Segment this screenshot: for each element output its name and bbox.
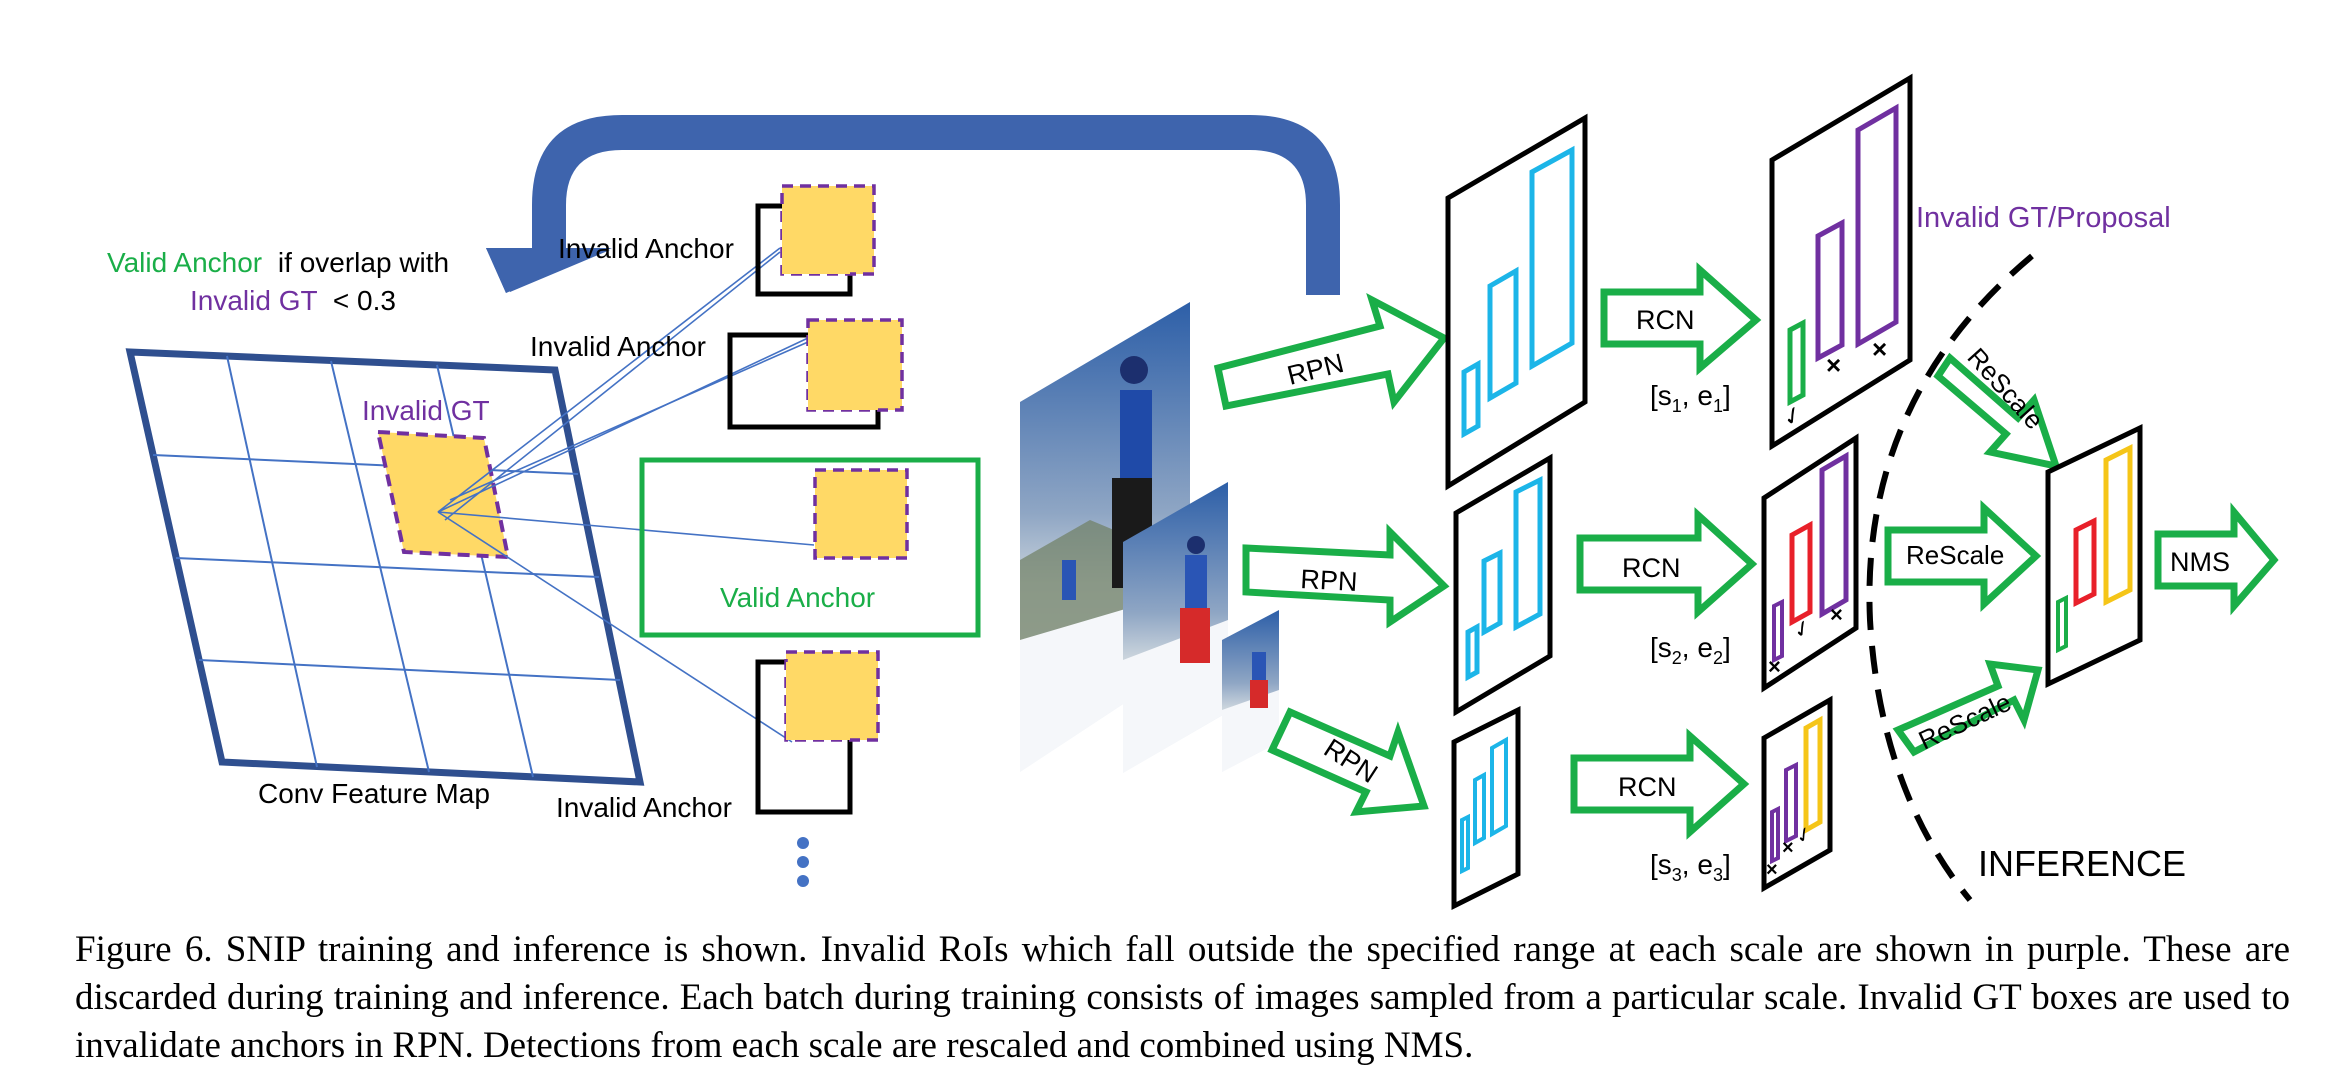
nms-arrow [2154,502,2279,616]
feedback-arrow [486,115,1340,295]
proposal-panel-2 [1453,453,1553,717]
rescale-arrow-2 [1884,500,2042,612]
rescale-arrow-3 [1892,659,2043,757]
rpn-arrow-1 [1213,292,1450,411]
detection-panel-1 [1769,73,1913,451]
proposal-panel-1 [1445,113,1588,491]
detection-panel-3 [1761,695,1833,893]
svg-text:Valid Anchor if overlap wi: Valid Anchor if overlap with [107,247,449,278]
overlap-threshold: < 0.3 [333,285,396,316]
cross-mark-2b: × [1830,602,1843,627]
valid-anchor-rule-text: if overlap with [278,247,449,278]
valid-anchor-rule-word: Valid Anchor [107,247,262,278]
invalid-anchor-label-2: Invalid Anchor [530,331,706,362]
cross-mark-3b: × [1782,837,1794,859]
nms-label: NMS [2170,547,2230,577]
rpn-label-2: RPN [1300,564,1359,597]
scale-range-2: [s2, e2] [1650,632,1731,668]
anchor-2 [727,318,904,430]
inference-label: INFERENCE [1978,843,2186,884]
detection-panel-2 [1761,433,1859,693]
conv-feature-map [125,247,815,786]
image-pyramid [1020,302,1279,773]
invalid-gt-box [375,429,511,560]
rcn-label-1: RCN [1636,305,1695,335]
inference-boundary [1866,253,2034,902]
rpn-arrow-2 [1242,523,1450,629]
snip-diagram: Valid Anchor if overlap with Invalid GT … [107,73,2279,911]
anchor-1 [755,184,876,297]
invalid-anchor-label-1: Invalid Anchor [558,233,734,264]
rcn-label-3: RCN [1618,772,1677,802]
conv-feature-map-label: Conv Feature Map [258,778,490,809]
valid-anchor [639,457,981,638]
rescale-label-2: ReScale [1906,540,2004,570]
invalid-gt-label: Invalid GT [362,395,490,426]
cross-mark-1a: × [1826,350,1841,380]
rcn-arrow-3 [1570,728,1750,840]
photo-small [1222,610,1279,772]
more-dots [797,837,809,887]
cross-mark-3a: × [1766,859,1778,881]
cross-mark-2a: × [1768,654,1781,679]
invalid-gt-proposal-label: Invalid GT/Proposal [1916,202,2171,234]
scale-range-1: [s1, e1] [1650,380,1731,416]
invalid-anchor-label-4: Invalid Anchor [556,792,732,823]
final-detection-panel [2045,424,2143,688]
rescale-arrow-1 [1933,352,2062,471]
rcn-label-2: RCN [1622,553,1681,583]
invalid-gt-rule-word: Invalid GT [190,285,317,316]
rcn-arrow-2 [1576,507,1758,620]
valid-anchor-label: Valid Anchor [720,582,875,613]
figure-caption: Figure 6. SNIP training and inference is… [75,929,2290,1066]
rpn-arrow-3 [1267,707,1429,817]
rcn-arrow-1 [1600,262,1762,376]
cross-mark-1b: × [1872,334,1887,364]
anchor-4 [755,650,880,815]
photo-medium [1123,482,1228,773]
svg-text:Invalid GT < 0.3: Invalid GT < 0.3 [190,285,396,316]
proposal-panel-3 [1451,705,1521,911]
scale-range-3: [s3, e3] [1650,849,1731,885]
